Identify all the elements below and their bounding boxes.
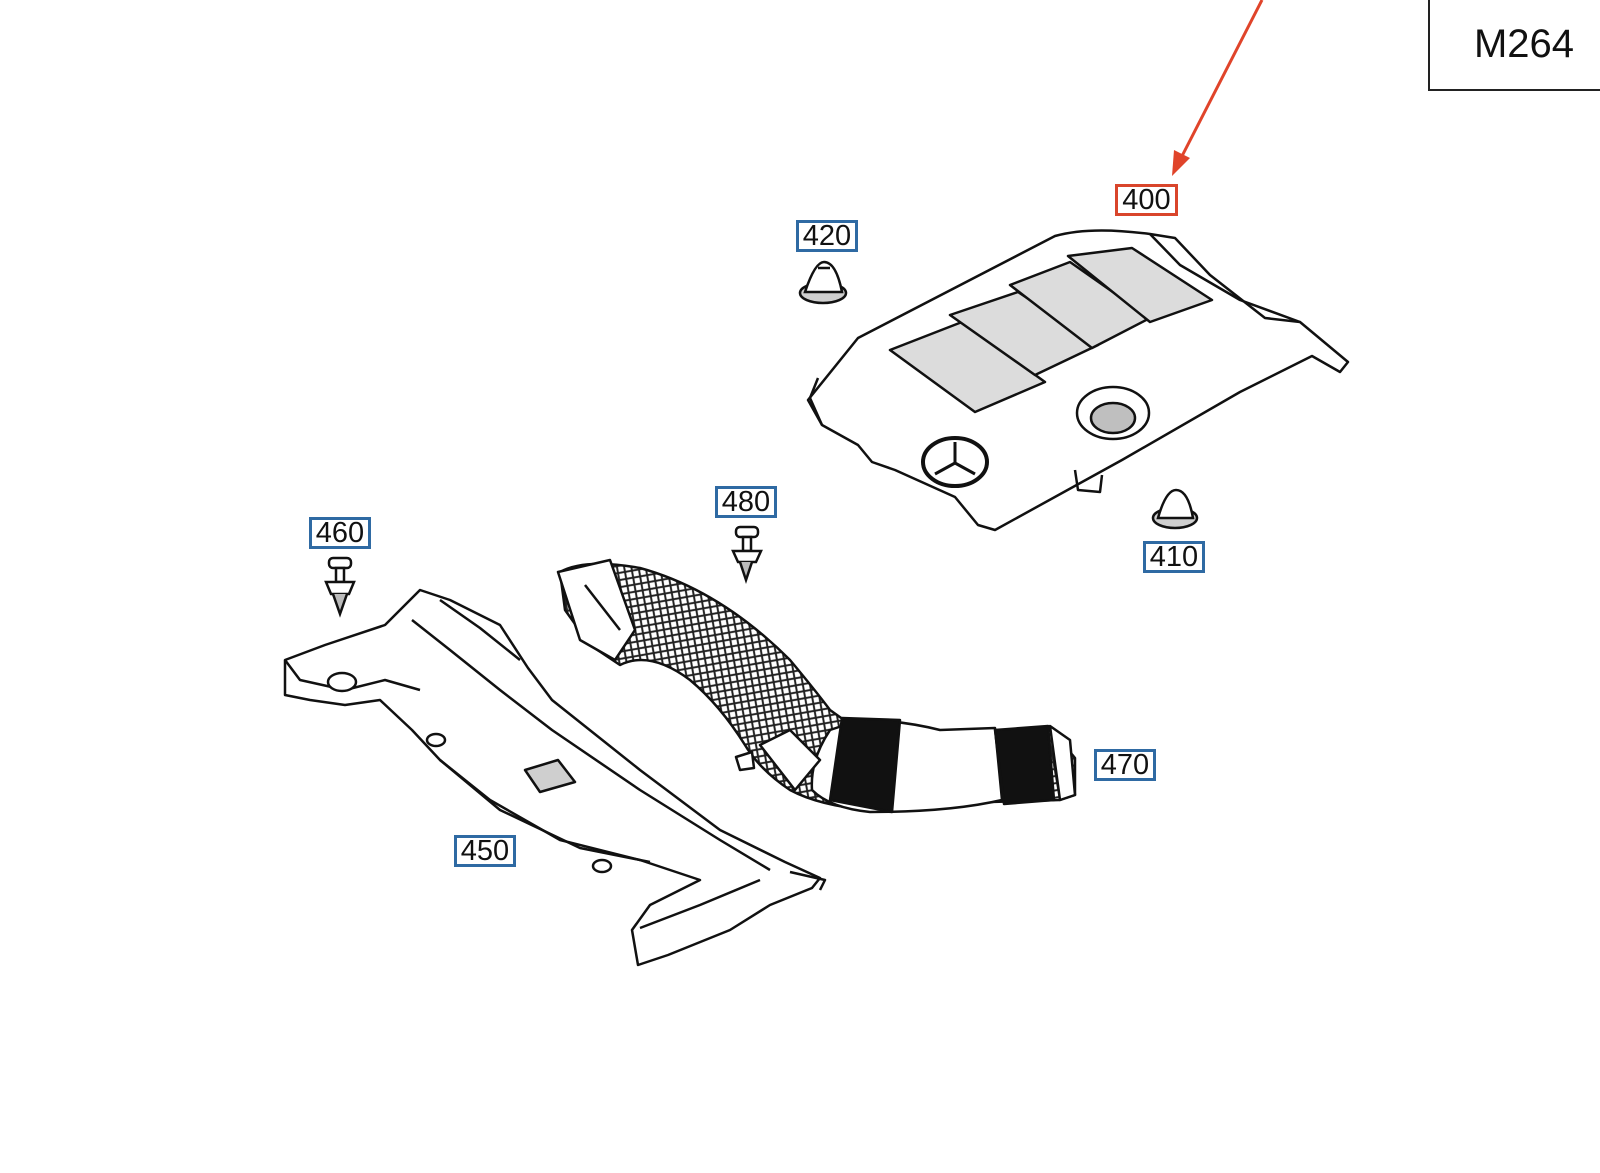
- engine-cover-drawing[interactable]: [806, 229, 1350, 532]
- model-code: M264: [1428, 0, 1600, 91]
- air-duct-drawing[interactable]: [283, 588, 827, 967]
- callout-480[interactable]: 480: [715, 486, 777, 518]
- grommet-410-drawing[interactable]: [1151, 488, 1199, 530]
- callout-470[interactable]: 470: [1094, 749, 1156, 781]
- clip-480-drawing[interactable]: [731, 525, 763, 584]
- air-intake-hose-drawing[interactable]: [556, 558, 1077, 814]
- clip-460-drawing[interactable]: [324, 556, 356, 618]
- callout-460[interactable]: 460: [309, 517, 371, 549]
- selection-arrow: [1172, 0, 1264, 176]
- grommet-420-drawing[interactable]: [798, 260, 848, 305]
- callout-400[interactable]: 400: [1115, 184, 1178, 216]
- callout-410[interactable]: 410: [1143, 541, 1205, 573]
- callout-420[interactable]: 420: [796, 220, 858, 252]
- callout-450[interactable]: 450: [454, 835, 516, 867]
